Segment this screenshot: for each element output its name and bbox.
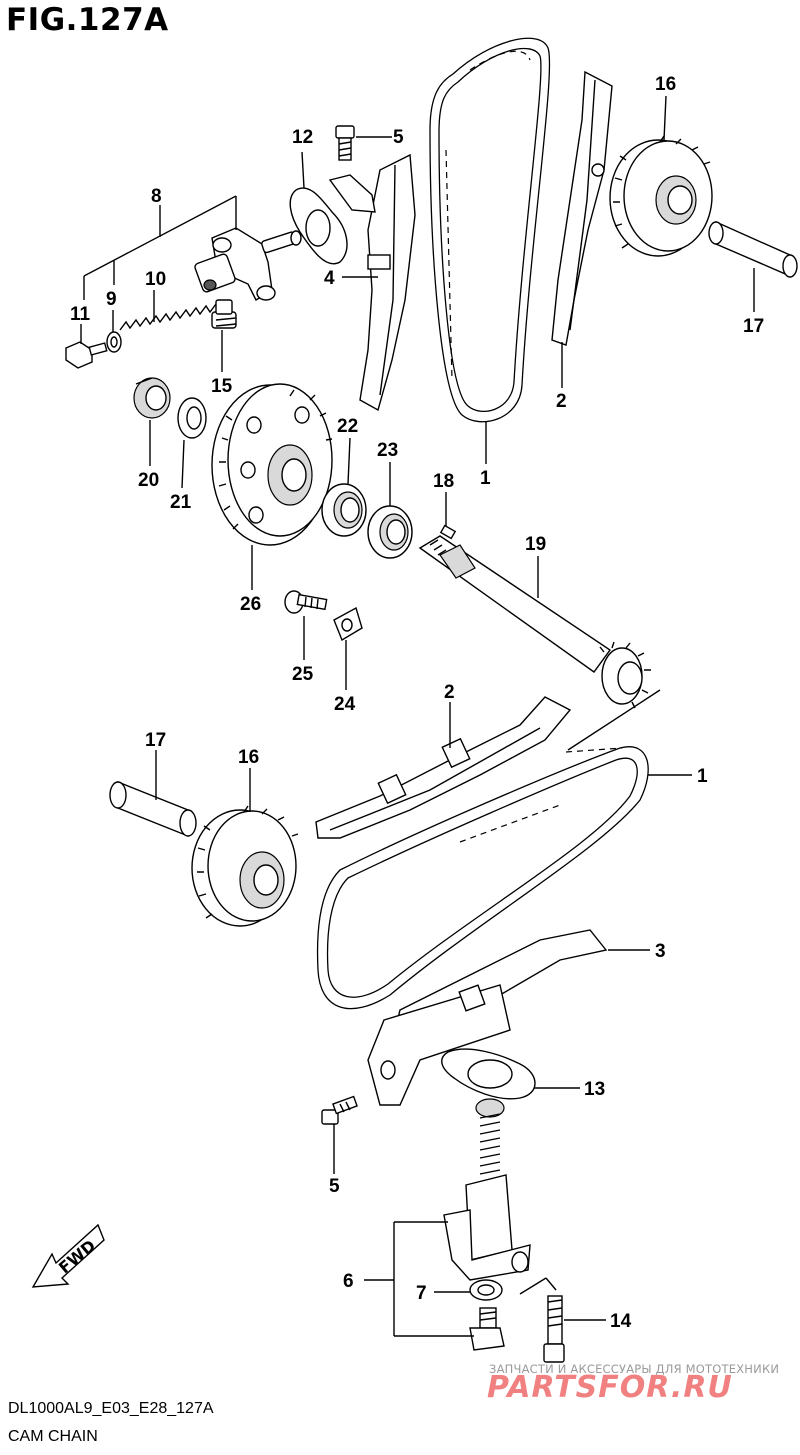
callout-26: 26: [240, 594, 261, 615]
chain-tensioner-guide: [328, 153, 416, 412]
bushing-20: [133, 377, 171, 419]
watermark-logo: PARTSFOR.RU: [487, 1370, 733, 1405]
callout-4: 4: [324, 268, 335, 289]
bolt-11: [65, 341, 108, 369]
callouts: 12 5 16 8 10 11 9 4 17 15 2 22 23 1 20 2…: [70, 74, 764, 1332]
dowel-pin-upper: [708, 220, 798, 278]
idler-shaft-19: [418, 535, 651, 709]
callout-25: 25: [292, 664, 314, 685]
chain-guide-lower: [315, 696, 572, 839]
section-name: CAM CHAIN: [8, 1428, 98, 1445]
chain-guide-upper: [551, 70, 613, 346]
callout-17-lower: 17: [145, 730, 166, 751]
callout-5: 5: [393, 127, 404, 148]
key-18: [439, 524, 457, 540]
callout-17: 17: [743, 316, 764, 337]
screw-25: [284, 590, 328, 614]
callout-14: 14: [610, 1311, 632, 1332]
gasket-lower: [441, 1048, 536, 1100]
callout-21: 21: [170, 492, 192, 513]
bolt-14: [543, 1295, 565, 1363]
chain-tensioner-lever: [367, 929, 608, 1106]
washer-7: [469, 1279, 503, 1301]
callout-9: 9: [106, 289, 117, 310]
callout-2-lower: 2: [444, 682, 455, 703]
callout-20: 20: [138, 470, 159, 491]
callout-16: 16: [655, 74, 676, 95]
callout-13: 13: [584, 1079, 605, 1100]
leader-lines: [80, 95, 755, 1337]
bearing-22: [321, 483, 367, 537]
callout-15: 15: [211, 376, 233, 397]
washer-21: [177, 397, 207, 439]
plate-24: [333, 606, 363, 642]
washer-9: [106, 331, 122, 353]
bolt-lower: [321, 1095, 358, 1125]
fwd-arrow: FWD: [31, 1223, 105, 1288]
callout-23: 23: [377, 440, 398, 461]
callout-5-lower: 5: [329, 1176, 340, 1197]
gasket-upper: [289, 187, 348, 265]
callout-11: 11: [70, 304, 91, 325]
spring-upper: [119, 303, 217, 331]
cam-sprocket-lower: [191, 805, 299, 927]
callout-1: 1: [480, 468, 491, 489]
callout-19: 19: [525, 534, 546, 555]
callout-3: 3: [655, 941, 666, 962]
callout-1-lower: 1: [697, 766, 708, 787]
callout-6: 6: [343, 1271, 354, 1292]
callout-8: 8: [151, 186, 162, 207]
cam-sprocket-upper: [609, 135, 713, 257]
dowel-pin-lower: [109, 780, 197, 838]
callout-2: 2: [556, 391, 567, 412]
callout-16-lower: 16: [238, 747, 259, 768]
callout-10: 10: [145, 269, 166, 290]
bearing-23: [367, 505, 413, 559]
bolt-upper: [335, 125, 355, 161]
callout-22: 22: [337, 416, 358, 437]
bolt-15: [211, 299, 237, 329]
figure-title: FIG.127A: [6, 2, 169, 38]
callout-12: 12: [292, 127, 313, 148]
plug-bolt-6: [469, 1307, 505, 1351]
callout-18: 18: [433, 471, 454, 492]
model-code: DL1000AL9_E03_E28_127A: [8, 1400, 214, 1417]
tensioner-adjuster-lower: [443, 1098, 531, 1281]
cam-chain-lower: [316, 746, 649, 1010]
watermark-caption: ЗАПЧАСТИ И АКСЕССУАРЫ ДЛЯ МОТОТЕХНИКИ: [489, 1362, 780, 1376]
idler-gear-26: [211, 383, 333, 546]
tensioner-adjuster-upper: [194, 227, 302, 302]
callout-7: 7: [416, 1283, 427, 1304]
callout-24: 24: [334, 694, 356, 715]
cam-chain-upper: [429, 37, 551, 423]
